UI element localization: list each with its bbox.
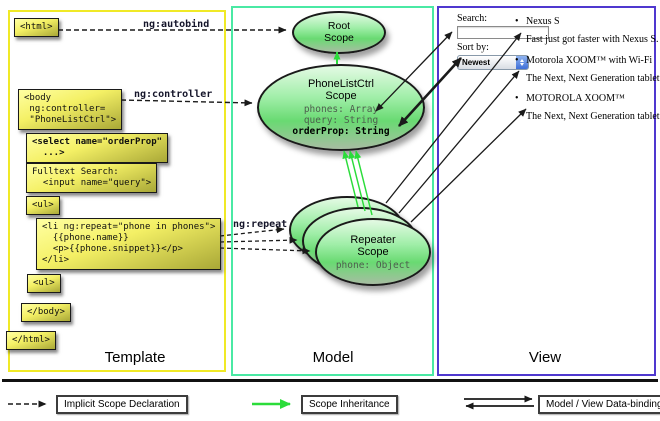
ng-repeat-label: ng:repeat bbox=[233, 219, 288, 230]
view-column-label: View bbox=[528, 349, 562, 366]
view-item-desc: The Next, Next Generation tablet. bbox=[526, 73, 660, 84]
view-item-title: Nexus S bbox=[526, 16, 560, 27]
bullet-icon: • bbox=[515, 16, 519, 27]
code-fulltext-search: Fulltext Search: <input name="query"> bbox=[26, 163, 158, 193]
code-select: <select name="orderProp" ...> bbox=[26, 133, 169, 163]
phonelistctrl-prop-phones: phones: Array bbox=[303, 104, 379, 115]
repeater-prop-phone: phone: Object bbox=[335, 259, 411, 271]
template-column bbox=[8, 10, 226, 372]
search-label: Search: bbox=[457, 13, 487, 24]
code-li-repeat: <li ng:repeat="phone in phones"> {{phone… bbox=[36, 218, 222, 270]
repeater-scope-title: Repeater Scope bbox=[350, 233, 396, 258]
code-html-open: <html> bbox=[14, 18, 59, 37]
ng-autobind-label: ng:autobind bbox=[143, 19, 210, 30]
code-body-close: </body> bbox=[21, 303, 71, 322]
bullet-icon: • bbox=[515, 93, 519, 104]
phonelistctrl-scope-title: PhoneListCtrl Scope bbox=[307, 78, 375, 102]
root-scope-title: Root Scope bbox=[324, 20, 354, 44]
view-item-title: MOTOROLA XOOM™ bbox=[526, 93, 625, 104]
view-item-title: Motorola XOOM™ with Wi-Fi bbox=[526, 55, 653, 66]
phonelistctrl-prop-orderprop: orderProp: String bbox=[292, 126, 390, 137]
sort-by-label: Sort by: bbox=[457, 42, 489, 53]
code-ul-open: <ul> bbox=[26, 196, 60, 215]
legend-scope-inheritance: Scope Inheritance bbox=[301, 395, 398, 414]
template-column-label: Template bbox=[104, 349, 166, 366]
code-ul-close: <ul> bbox=[27, 274, 61, 293]
sort-select-value: Newest bbox=[462, 58, 491, 67]
model-column-label: Model bbox=[312, 349, 354, 366]
repeater-scope-ellipse-front: Repeater Scope phone: Object bbox=[315, 218, 431, 286]
code-html-close: </html> bbox=[6, 331, 56, 350]
bullet-icon: • bbox=[515, 55, 519, 66]
phonelistctrl-scope-ellipse: PhoneListCtrl Scope phones: Array query:… bbox=[257, 64, 425, 151]
root-scope-ellipse: Root Scope bbox=[292, 11, 386, 54]
legend-divider bbox=[2, 379, 658, 382]
model-column bbox=[231, 6, 434, 376]
view-item-desc: The Next, Next Generation tablet. bbox=[526, 111, 660, 122]
phonelistctrl-prop-query: query: String bbox=[303, 115, 379, 126]
legend-implicit-scope: Implicit Scope Declaration bbox=[56, 395, 188, 414]
code-body-open: <body ng:controller= "PhoneListCtrl"> bbox=[18, 89, 123, 130]
legend-databinding: Model / View Data-binding bbox=[538, 395, 660, 414]
ng-controller-label: ng:controller bbox=[134, 89, 213, 100]
view-item-desc: Fast just got faster with Nexus S. bbox=[526, 34, 659, 45]
